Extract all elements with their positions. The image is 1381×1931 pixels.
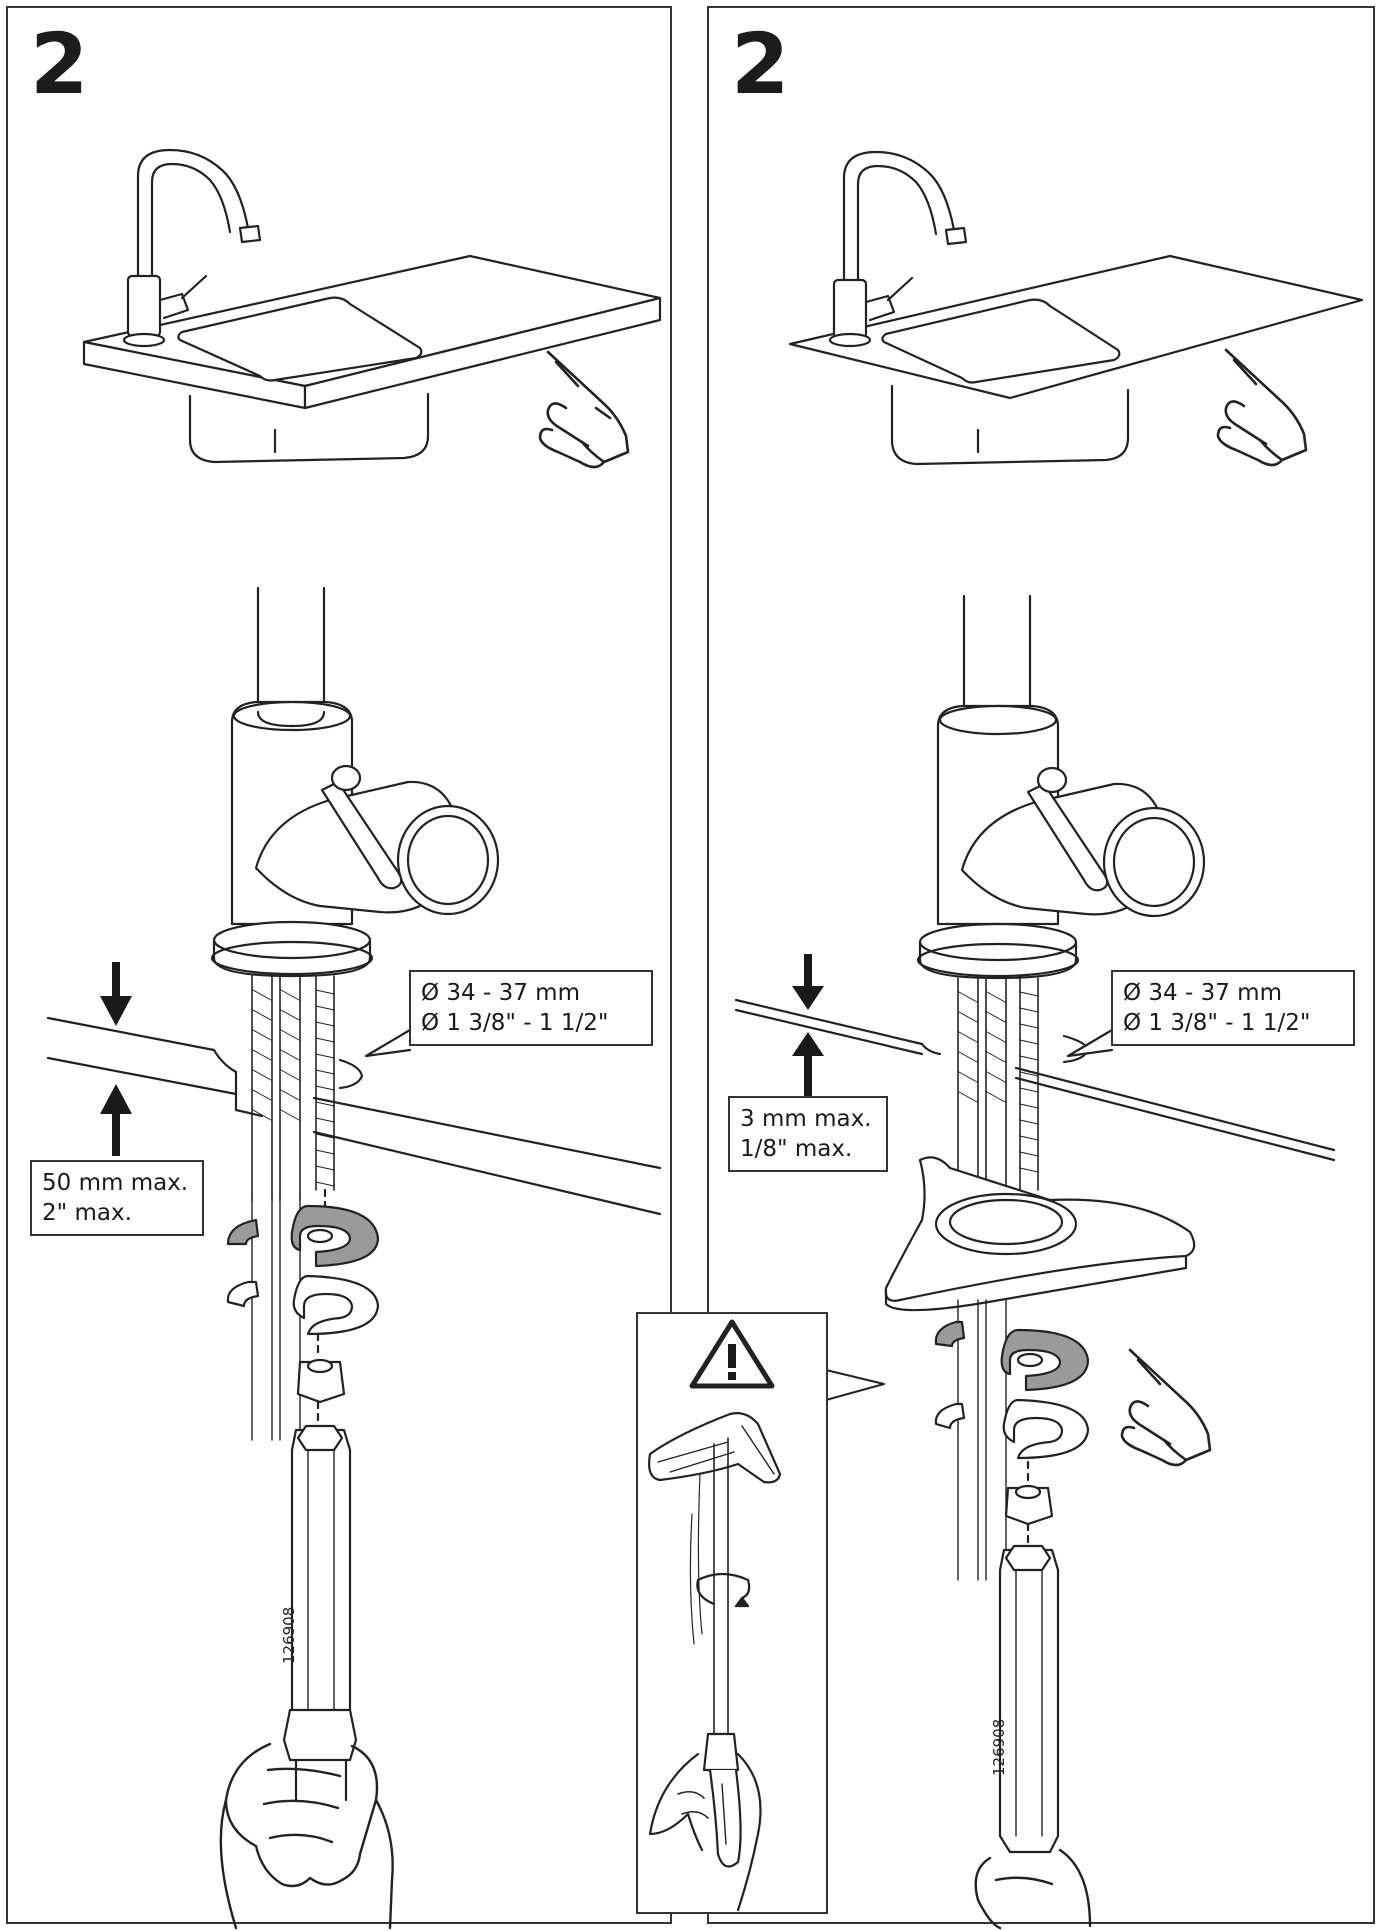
faucet-detail-thick <box>210 586 500 1441</box>
clamp-plate <box>884 1156 1196 1312</box>
thickness-arrows <box>100 962 132 1156</box>
diameter-inch: Ø 1 3/8" - 1 1/2" <box>421 1010 609 1036</box>
sink-overview-thin <box>788 150 1364 466</box>
countertop-section-thin <box>734 998 1336 1162</box>
thickness-inch: 1/8" max. <box>740 1136 853 1162</box>
washers-and-nut-right <box>934 1320 1090 1546</box>
step-number: 2 <box>731 15 790 113</box>
diameter-mm: Ø 34 - 37 mm <box>421 980 580 1006</box>
max-thickness-callout: 50 mm max. 2" max. <box>30 1160 204 1236</box>
part-code: 126908 <box>990 1718 1008 1776</box>
hand-touch-icon <box>538 350 630 469</box>
warning-inset-art <box>648 1319 782 1912</box>
max-thickness-callout: 3 mm max. 1/8" max. <box>728 1096 888 1172</box>
hand-grip-icon <box>219 1742 394 1930</box>
diameter-inch: Ø 1 3/8" - 1 1/2" <box>1123 1010 1311 1036</box>
socket-wrench-right <box>998 1544 1060 1854</box>
diameter-mm: Ø 34 - 37 mm <box>1123 980 1282 1006</box>
hand-grip-icon <box>974 1848 1092 1930</box>
step-number: 2 <box>30 15 89 113</box>
warning-inset <box>636 1312 828 1914</box>
thickness-inch: 2" max. <box>42 1200 132 1226</box>
warning-triangle-icon <box>689 1319 775 1389</box>
callout-pointer <box>1066 1028 1114 1058</box>
callout-pointer <box>364 1028 412 1058</box>
thickness-mm: 50 mm max. <box>42 1170 189 1196</box>
part-code: 126908 <box>280 1606 298 1664</box>
faucet-detail-thin <box>916 594 1206 1581</box>
hole-diameter-callout: Ø 34 - 37 mm Ø 1 3/8" - 1 1/2" <box>409 970 653 1046</box>
thickness-arrows <box>792 954 824 1096</box>
thickness-mm: 3 mm max. <box>740 1106 872 1132</box>
washers-and-nut-left <box>226 1204 380 1426</box>
countertop-section-thick <box>46 1016 662 1216</box>
clamp-tightening-detail <box>648 1412 782 1912</box>
hand-touch-icon <box>1216 348 1308 467</box>
hole-diameter-callout: Ø 34 - 37 mm Ø 1 3/8" - 1 1/2" <box>1111 970 1355 1046</box>
hand-touch-icon <box>1120 1348 1212 1467</box>
warning-pointer <box>825 1369 885 1401</box>
socket-wrench-left <box>282 1424 358 1802</box>
sink-overview-thick <box>82 148 662 464</box>
